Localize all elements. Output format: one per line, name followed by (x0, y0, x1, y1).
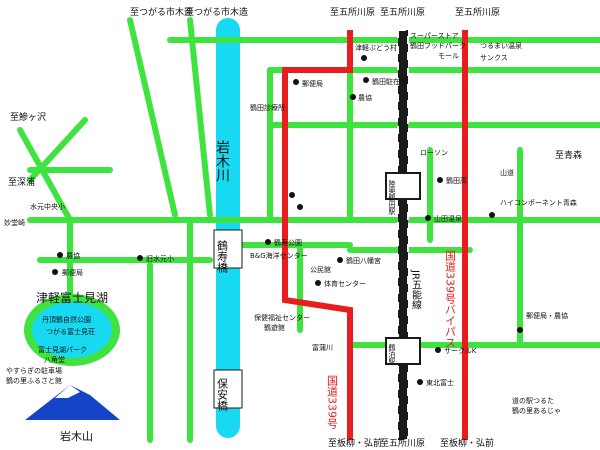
place-46: 郵便局 (62, 268, 83, 277)
station-mutsutsuruta (385, 172, 421, 200)
dest-left-1: 至鰺ヶ沢 (10, 111, 46, 123)
marker-post-west (52, 269, 58, 275)
place-6: 郵便局 (302, 79, 323, 88)
place-24: 鶴田八幡宮 (346, 256, 381, 265)
marker-onsen (297, 204, 303, 210)
jr-line-dashes (397, 29, 409, 441)
marker-tohoku-fuji (417, 379, 423, 385)
marker-nokyo-west (57, 252, 63, 258)
place-51: つがる富士見荘 (46, 327, 95, 336)
place-22: B&G海洋センター (250, 251, 308, 260)
mountain-label: 岩木山 (60, 429, 93, 443)
place-55: 鶴の里ふるさと館 (6, 376, 62, 385)
place-43: 妙堂崎 (4, 218, 25, 227)
mount-snow (55, 385, 80, 398)
marker-yamada (425, 215, 431, 221)
place-50: 丹頂鶴自然公園 (42, 315, 91, 324)
place-1: 鶴田フッドパーク (410, 41, 466, 50)
iwaki-river (216, 18, 240, 438)
place-9: 鶴田診療所 (250, 103, 285, 112)
dest-left-2: 至深浦 (8, 176, 35, 188)
marker-kyu-mizumoto (137, 255, 143, 261)
labels: 至つがる市木造 至つがる市木造 至五所川原 至五所川原 至五所川原 至鰺ヶ沢 至… (8, 6, 582, 449)
place-44: 農協 (66, 251, 80, 260)
place-21: 鶴寿公園 (274, 238, 302, 247)
route-339 (282, 30, 353, 440)
place-18: 山道 (500, 168, 514, 177)
road-w-5 (27, 117, 88, 183)
place-40: 旧水元小 (146, 254, 174, 263)
place-54: やすらぎの駐車場 (6, 366, 62, 375)
dest-bottom-1: 至板柳・弘前 (328, 437, 382, 449)
place-32: 郵便局・農協 (526, 311, 568, 320)
marker-hicomponent (489, 212, 495, 218)
place-19: 鶴田高 (446, 176, 467, 185)
route-label-2: 国道339号バイパス (444, 250, 457, 348)
dest-top-3: 至五所川原 (330, 7, 375, 18)
place-2: モール (438, 52, 459, 60)
mount-iwaki (25, 385, 120, 420)
road-w-1 (17, 127, 73, 223)
dest-top-1: 至つがる市木造 (130, 6, 193, 18)
place-42: 水元中央小 (30, 202, 65, 211)
place-25: 公民館 (310, 265, 331, 274)
place-4: つるまい温泉 (480, 41, 522, 50)
place-30: サークルK (444, 347, 477, 355)
place-26: 体育センター (324, 279, 366, 288)
jr-label: JR五能線 (410, 269, 422, 310)
place-8: 農協 (358, 93, 372, 102)
bridge-label-1: 鶴寿橋 (216, 239, 229, 274)
jr-goneo-line (398, 30, 408, 440)
road-nw-2 (187, 17, 213, 218)
dest-top-2: 至つがる市木造 (185, 6, 248, 18)
lake-water (32, 302, 112, 358)
bridge-tsuruju (213, 229, 243, 269)
station-label-2: 鶴泊駅 (388, 343, 396, 366)
marker-budoumura (361, 55, 367, 61)
place-17: ハイコンポーネント青森 (500, 198, 577, 207)
dest-right: 至青森 (555, 149, 582, 161)
dest-bottom-2: 至五所川原 (380, 438, 425, 449)
marker-circlek (435, 347, 441, 353)
place-31: 東北富士 (426, 378, 454, 387)
dest-top-5: 至五所川原 (455, 7, 500, 18)
lake-label: 津軽富士見湖 (36, 290, 108, 305)
marker-post (293, 79, 299, 85)
dest-bottom-3: 至板柳・弘前 (440, 437, 494, 449)
place-markers (52, 55, 523, 385)
dest-top-4: 至五所川原 (380, 7, 425, 18)
place-5: サンクス (480, 54, 508, 62)
river-label: 岩木川 (214, 140, 230, 182)
place-53: 八角堂 (44, 355, 65, 364)
marker-high-school (437, 177, 443, 183)
place-27: 保健福祉センター (254, 313, 310, 322)
place-labels: スーパーストア 鶴田フッドパーク モール 津軽ぶどう村 つるまい温泉 サンクス … (4, 32, 577, 415)
marker-hachimangu (337, 257, 343, 263)
marker-taiiku (315, 280, 321, 286)
marker-shokokai (289, 192, 295, 198)
place-16: ローソン (420, 149, 448, 157)
place-3: 津軽ぶどう村 (355, 43, 397, 52)
bridge-label-2: 保安橋 (216, 377, 229, 412)
station-tsuruta (385, 337, 421, 365)
place-20: 山田温泉 (434, 214, 462, 223)
place-0: スーパーストア (410, 32, 459, 40)
place-52: 富士見湖パーク (38, 345, 87, 354)
place-7: 鶴田駐在所 (372, 77, 407, 86)
marker-post-nokyo (517, 327, 523, 333)
marker-chuzaisho (363, 77, 369, 83)
route-label-1: 国道339号 (326, 375, 339, 430)
station-label-1: 陸奥鶴田駅 (388, 179, 396, 216)
place-35: 道の駅つるた (512, 396, 554, 405)
marker-tsurujukoen (265, 239, 271, 245)
place-36: 鶴の里あるじゃ (512, 406, 561, 415)
place-28: 鶴遊館 (264, 323, 285, 332)
local-roads (17, 17, 600, 443)
road-nw-1 (127, 17, 178, 218)
place-29: 富蒲川 (312, 343, 333, 352)
bridge-hoan (213, 369, 243, 409)
marker-nokyo (350, 94, 356, 100)
